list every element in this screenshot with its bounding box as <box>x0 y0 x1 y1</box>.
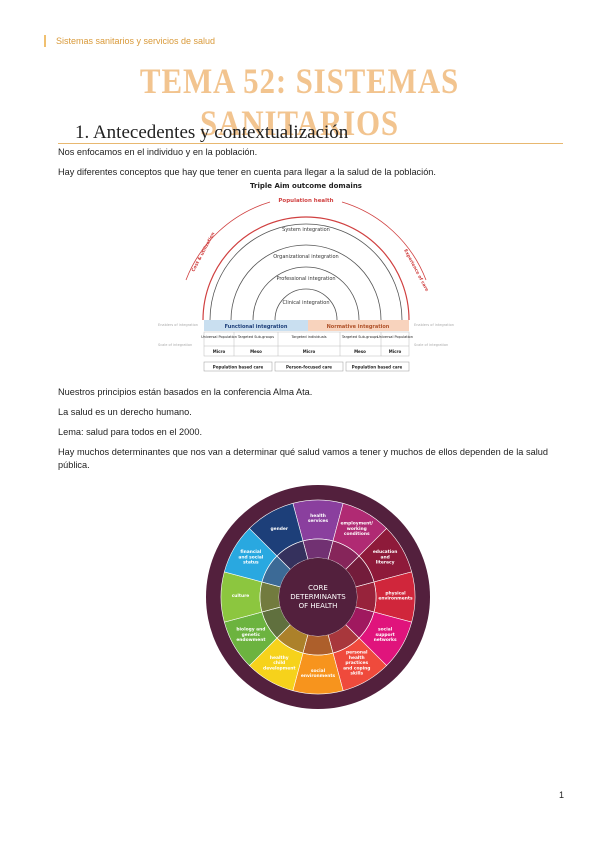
side-label-experience: Experience of care <box>402 248 429 292</box>
wheel-inner-segment <box>355 581 377 613</box>
row-label-enablers-left: Enablers of integration <box>158 323 198 327</box>
arc-system <box>209 223 403 321</box>
normative-label: Normative integration <box>327 324 390 330</box>
wheel-segment-label: culture <box>232 593 250 599</box>
arrow-right <box>341 201 427 281</box>
paragraph-1: Nos enfocamos en el individuo y en la po… <box>58 147 258 157</box>
arc-label-clinical: Clinical integration <box>282 300 329 306</box>
section-divider <box>58 143 563 144</box>
arc-professional <box>252 266 360 321</box>
row-label-scale-right: Scale of integration <box>414 343 448 347</box>
scale-cell: Meso <box>250 349 262 354</box>
care-box <box>203 361 273 372</box>
functional-label: Functional integration <box>225 324 288 330</box>
arc-organizational <box>230 244 382 321</box>
subject-label: Sistemas sanitarios y servicios de salud <box>56 36 216 46</box>
wheel-center <box>279 558 357 636</box>
care-label: Population based care <box>352 365 403 370</box>
functional-bar <box>204 320 308 331</box>
row-label-enablers-right: Enablers of integration <box>414 323 454 327</box>
normative-bar <box>308 320 409 331</box>
arc-label-population: Population health <box>278 198 333 204</box>
arc-label-professional: Professional integration <box>276 276 335 282</box>
scale-cell: Meso <box>354 349 366 354</box>
wheel-inner-segment <box>302 538 334 560</box>
scope-table <box>203 331 410 357</box>
running-header: Sistemas sanitarios y servicios de salud <box>44 35 215 47</box>
scope-cell: Universal Population <box>201 335 237 339</box>
paragraph-4: La salud es un derecho humano. <box>58 407 192 417</box>
scope-cell: Targeted Sub-groups <box>341 335 378 339</box>
row-label-scale-left: Scale of integration <box>158 343 192 347</box>
wheel-inner-segment <box>302 634 334 656</box>
care-box <box>345 361 410 372</box>
paragraph-6: Hay muchos determinantes que nos van a d… <box>58 447 548 470</box>
care-label: Person-focused care <box>286 365 332 370</box>
scope-cell: Targeted Sub-groups <box>237 335 274 339</box>
arc-label-system: System integration <box>282 227 330 233</box>
scale-cell: Micro <box>389 349 402 354</box>
scale-cell: Micro <box>213 349 226 354</box>
section-heading: 1. Antecedentes y contextualización <box>75 122 349 143</box>
page-number: 1 <box>558 790 564 800</box>
paragraph-3: Nuestros principios están basados en la … <box>58 387 313 397</box>
arc-label-organizational: Organizational integration <box>273 254 338 260</box>
wheel-inner-segment <box>259 581 281 613</box>
scope-cell: Targeted individuals <box>290 335 326 339</box>
scope-cell: Universal Population <box>377 335 413 339</box>
care-label: Population based care <box>213 365 264 370</box>
wheel-segment-label: gender <box>270 526 288 532</box>
paragraph-2: Hay diferentes conceptos que hay que ten… <box>58 167 436 177</box>
arc-clinical <box>274 288 338 321</box>
paragraph-5: Lema: salud para todos en el 2000. <box>58 427 203 437</box>
scale-cell: Micro <box>303 349 316 354</box>
care-box <box>274 361 344 372</box>
integration-figure: Triple Aim outcome domains Population he… <box>158 182 454 372</box>
arrow-left <box>185 201 271 281</box>
page-title: TEMA 52: SISTEMAS SANITARIOS <box>139 61 460 143</box>
arc-population <box>202 216 410 321</box>
side-label-cost: Cost & utilization <box>190 231 216 273</box>
fig1-title: Triple Aim outcome domains <box>250 182 362 190</box>
